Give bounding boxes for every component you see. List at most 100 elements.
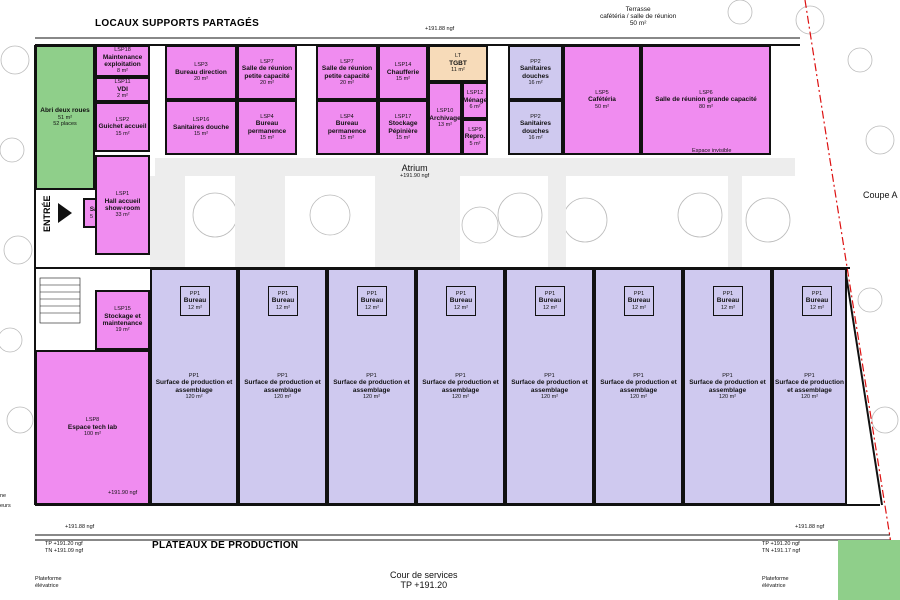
terrasse-label: Terrasse cafétéria / salle de réunion 50… (600, 6, 676, 27)
room-lsp17: LSP17 Stockage Pépinière 15 m² (378, 100, 428, 155)
room-name: Salle de réunion grande capacité (655, 96, 757, 104)
bureau-code: PP1 (366, 290, 378, 297)
room-area: 50 m² (594, 103, 610, 110)
room-name: Sanitaires douches (519, 120, 552, 135)
room-area: 15 m² (339, 134, 355, 141)
left-tn: TN +191.09 ngf (45, 547, 84, 554)
bay-name: Surface de production et assemblage (775, 379, 844, 394)
room-code: LSP7 (340, 58, 354, 65)
room-lsp12: LSP12 Ménage 6 m² (462, 82, 488, 119)
room-name: Bureau permanence (327, 120, 367, 135)
room-code: LSP10 (436, 108, 454, 115)
room-extra: 52 places (53, 121, 77, 128)
header-shared-support: LOCAUX SUPPORTS PARTAGÉS (95, 18, 260, 29)
room-code: LT (454, 53, 461, 60)
room-area: 80 m² (698, 103, 714, 110)
room-code: LSP16 (192, 117, 210, 124)
bay-area: 120 m² (362, 393, 381, 400)
room-area: 16 m² (528, 134, 543, 141)
bureau-code: PP1 (189, 290, 201, 297)
room-pp2-a: PP2 Sanitaires douches 16 m² (508, 45, 563, 100)
left-platform-info: TP +191.20 ngf TN +191.09 ngf (45, 541, 83, 554)
room-code: LSP14 (394, 62, 412, 69)
cour-name: Cour de services (390, 570, 458, 580)
room-area: 15 m² (259, 134, 275, 141)
room-code: LSP5 (595, 89, 609, 96)
room-lsp2: LSP2 Guichet accueil 15 m² (95, 102, 150, 152)
room-lsp6: LSP6 Salle de réunion grande capacité 80… (641, 45, 771, 155)
bureau-area: 12 m² (187, 304, 203, 311)
room-lsp5: LSP5 Cafétéria 50 m² (563, 45, 641, 155)
room-area: 20 m² (193, 76, 209, 83)
left-plat-2: élévatrice (35, 582, 59, 589)
room-lsp1: LSP1 Hall accueil show-room 33 m² (95, 155, 150, 255)
bay-name: Surface de production et assemblage (244, 379, 321, 394)
room-name: Bureau permanence (247, 120, 287, 135)
bureau-code: PP1 (722, 290, 734, 297)
room-area: 16 m² (528, 79, 543, 86)
left-tp: TP +191.20 ngf (45, 541, 83, 547)
bureau-area: 12 m² (453, 304, 469, 311)
right-platform-info: TP +191.20 ngf TN +191.17 ngf (762, 541, 800, 554)
room-lsp18: LSP18 Maintenance exploitation 8 m² (95, 45, 150, 77)
bay-area: 120 m² (451, 393, 470, 400)
room-abri-deux-roues: Abri deux roues 51 m² 52 places (35, 45, 95, 190)
room-lsp3: LSP3 Bureau direction 20 m² (165, 45, 237, 100)
room-name: Ménage (462, 96, 488, 104)
room-lt: LT TGBT 11 m² (428, 45, 488, 82)
room-area: 15 m² (395, 76, 411, 83)
bay-area: 120 m² (273, 393, 292, 400)
entrance-arrow-icon (58, 203, 72, 223)
room-name: Maintenance exploitation (102, 53, 143, 68)
level-bottom-right: +191.88 ngf (795, 524, 825, 530)
room-name: Salle de réunion petite capacité (321, 65, 373, 80)
bay-name: Surface de production et assemblage (689, 379, 766, 394)
room-area: 8 m² (117, 68, 128, 75)
room-name: Archivage (429, 114, 461, 122)
bay-code: PP1 (455, 372, 466, 379)
bureau-code: PP1 (277, 290, 289, 297)
bureau-name: Bureau (716, 297, 740, 305)
room-lsp4-b: LSP4 Bureau permanence 15 m² (316, 100, 378, 155)
bay-code: PP1 (366, 372, 377, 379)
bay-code: PP1 (277, 372, 288, 379)
room-name: Sanitaires douches (519, 65, 552, 80)
room-lsp8: LSP8 Espace tech lab 100 m² (35, 350, 150, 505)
bureau-code: PP1 (544, 290, 556, 297)
right-platform-label: Plateforme élévatrice (762, 576, 789, 589)
room-name: Salle de réunion petite capacité (241, 65, 293, 80)
room-lsp10: LSP10 Archivage 13 m² (428, 82, 462, 155)
room-code: LSP3 (194, 62, 208, 69)
room-code: PP2 (530, 113, 541, 120)
bureau-name: Bureau (183, 297, 207, 305)
right-tn: TN +191.17 ngf (762, 547, 801, 554)
bay-area: 120 m² (629, 393, 648, 400)
room-code: LSP8 (85, 417, 100, 424)
room-code: LSP4 (260, 113, 274, 120)
bay-code: PP1 (188, 372, 200, 379)
bay-code: PP1 (633, 372, 644, 379)
room-name: Stockage et maintenance (102, 312, 143, 327)
bureau-area: 12 m² (720, 304, 736, 311)
room-code: PP2 (530, 58, 541, 65)
room-lsp9: LSP9 Repro. 5 m² (462, 119, 488, 155)
terrasse-area: 50 m² (629, 20, 647, 27)
cour-level: TP +191.20 (400, 580, 448, 590)
room-lsp16: LSP16 Sanitaires douche 15 m² (165, 100, 237, 155)
bay-name: Surface de production et assemblage (422, 379, 499, 394)
cour-label: Cour de services TP +191.20 (390, 570, 458, 590)
entrance-label: ENTRÉE (42, 195, 52, 232)
room-code: LSP2 (115, 116, 130, 123)
room-code: LSP12 (466, 90, 484, 97)
room-area: 20 m² (339, 79, 355, 86)
room-area: 19 m² (115, 327, 130, 334)
bureau-name: Bureau (805, 297, 829, 305)
bay-name: Surface de production et assemblage (333, 379, 410, 394)
room-area: 33 m² (115, 212, 130, 219)
